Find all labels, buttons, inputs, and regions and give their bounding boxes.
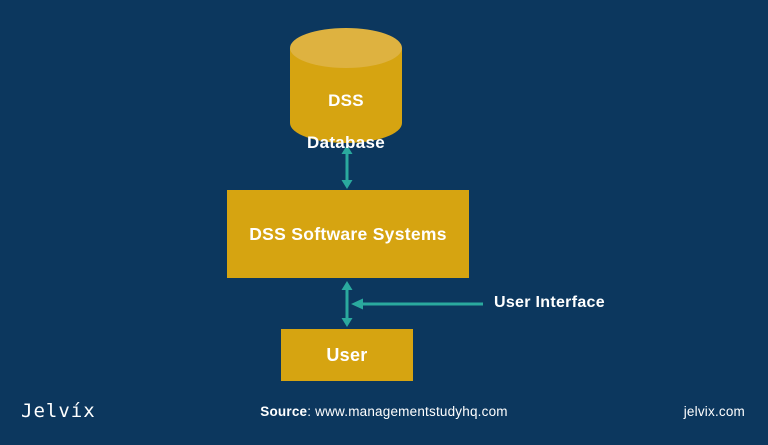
user-box: User xyxy=(281,329,413,381)
user-interface-label: User Interface xyxy=(494,294,605,311)
dss-software-systems-box: DSS Software Systems xyxy=(227,190,469,278)
left-arrow-user-interface-icon xyxy=(351,296,483,312)
dss-database-label-line1: DSS xyxy=(328,91,364,110)
dss-database-cylinder: DSS Database xyxy=(290,28,402,152)
double-arrow-db-software-icon xyxy=(339,145,355,189)
source-url: : www.managementstudyhq.com xyxy=(307,404,508,419)
jelvix-logo: Jelvíx xyxy=(21,400,96,422)
source-label: Source xyxy=(260,404,308,419)
user-box-label: User xyxy=(326,344,368,365)
footer: Jelvíx Source: www.managementstudyhq.com… xyxy=(0,399,768,427)
cylinder-top-ellipse xyxy=(290,28,402,68)
jelvix-site-url: jelvix.com xyxy=(683,404,745,419)
source-attribution: Source: www.managementstudyhq.com xyxy=(0,404,768,419)
dss-software-systems-label: DSS Software Systems xyxy=(249,223,447,244)
dss-database-label-line2: Database xyxy=(307,133,385,152)
double-arrow-software-user-icon xyxy=(339,281,355,327)
